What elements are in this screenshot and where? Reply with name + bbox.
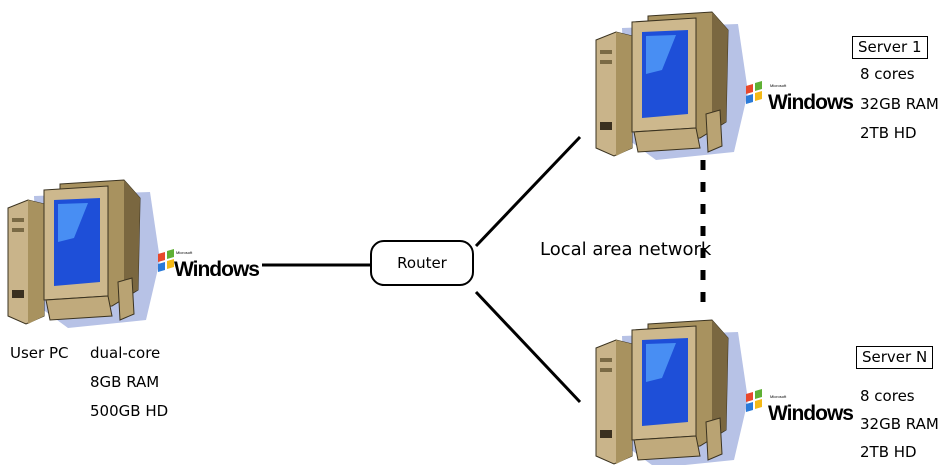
server-1-spec-cpu: 8 cores bbox=[860, 65, 915, 83]
server-n-spec-ram: 32GB RAM bbox=[860, 415, 939, 433]
server-n-label: Server N bbox=[856, 346, 934, 369]
server-1-computer-icon bbox=[595, 11, 763, 161]
lan-label: Local area network bbox=[540, 239, 712, 260]
server-1-label: Server 1 bbox=[852, 36, 928, 59]
user-pc-spec-ram: 8GB RAM bbox=[90, 373, 160, 391]
user-pc-label: User PC bbox=[10, 344, 69, 362]
server-n-computer-icon bbox=[595, 319, 763, 465]
server-1-os-logo: Windows bbox=[768, 91, 853, 114]
router-label: Router bbox=[397, 254, 447, 272]
server-n-os-logo: Windows bbox=[768, 402, 853, 425]
link-router-servern bbox=[474, 290, 582, 404]
user-pc-spec-cpu: dual-core bbox=[90, 344, 161, 362]
user-pc-os-logo: Windows bbox=[174, 258, 259, 281]
link-router-server1 bbox=[474, 135, 582, 248]
user-pc-spec-disk: 500GB HD bbox=[90, 402, 169, 420]
router-node: Router bbox=[370, 240, 474, 286]
user-pc-os-logo-small: Microsoft bbox=[176, 250, 193, 255]
server-n-spec-cpu: 8 cores bbox=[860, 387, 915, 405]
server-1-spec-disk: 2TB HD bbox=[860, 124, 917, 142]
server-1-spec-ram: 32GB RAM bbox=[860, 95, 939, 113]
user-pc-computer-icon bbox=[7, 179, 175, 329]
server-n-spec-disk: 2TB HD bbox=[860, 443, 917, 461]
server-n-os-logo-small: Microsoft bbox=[770, 394, 787, 399]
server-1-os-logo-small: Microsoft bbox=[770, 83, 787, 88]
